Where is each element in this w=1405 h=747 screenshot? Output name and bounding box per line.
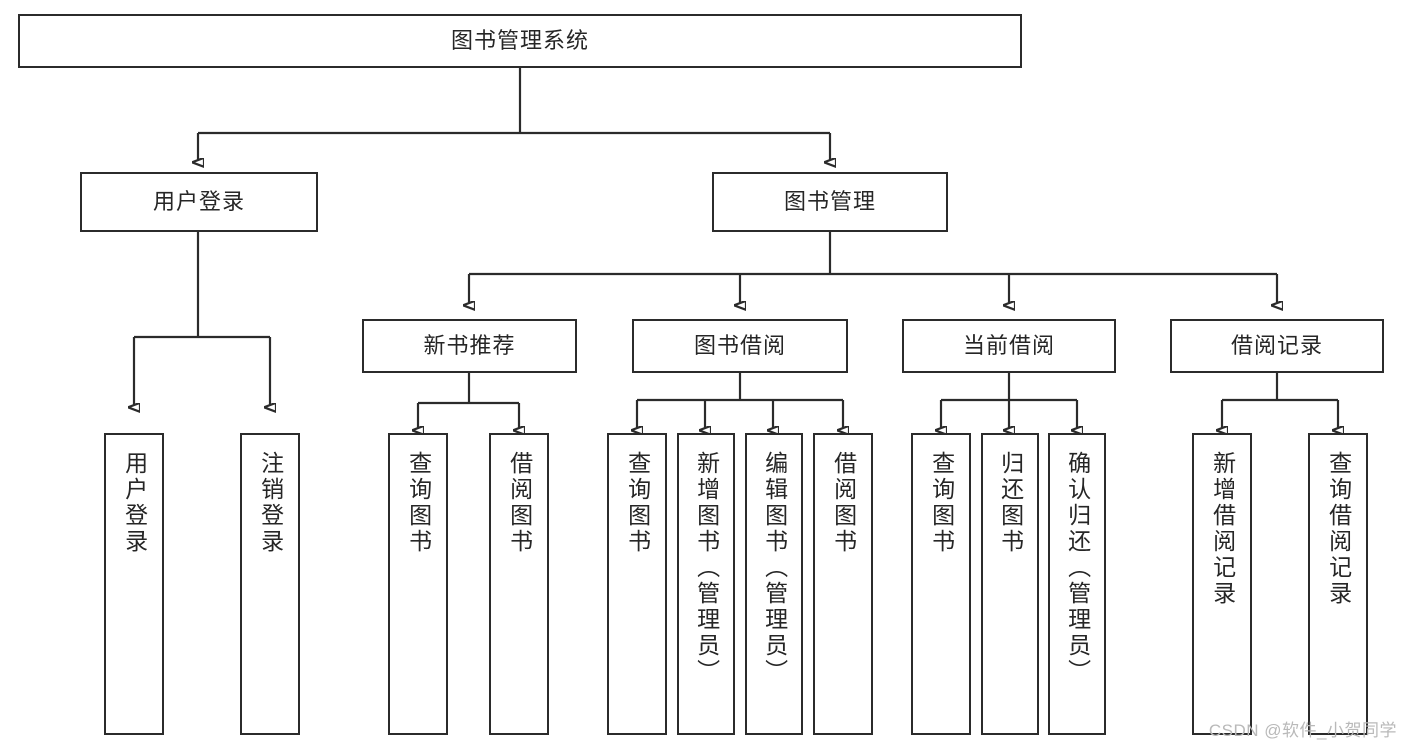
leaf-new-book-query-book[interactable]: 查询图书 bbox=[388, 433, 448, 735]
node-label: 当前借阅 bbox=[962, 333, 1055, 359]
csdn-watermark: CSDN @软件_小贺同学 bbox=[1208, 721, 1397, 740]
leaf-new-book-borrow-book[interactable]: 借阅图书 bbox=[489, 433, 549, 735]
node-root-book-management-system[interactable]: 图书管理系统 bbox=[18, 14, 1022, 68]
node-book-management[interactable]: 图书管理 bbox=[712, 172, 948, 232]
leaf-current-borrow-query-book[interactable]: 查询图书 bbox=[911, 433, 971, 735]
node-new-book-recommend[interactable]: 新书推荐 bbox=[362, 319, 577, 373]
node-label: 查询图书 bbox=[624, 451, 651, 555]
node-label: 新书推荐 bbox=[423, 333, 516, 359]
leaf-book-borrow-query-book[interactable]: 查询图书 bbox=[607, 433, 667, 735]
leaf-current-borrow-confirm-return-admin[interactable]: 确认归还（管理员） bbox=[1048, 433, 1106, 735]
node-label: 归还图书 bbox=[997, 451, 1024, 555]
node-label: 注销登录 bbox=[257, 451, 284, 555]
node-label: 借阅记录 bbox=[1230, 333, 1323, 359]
node-label: 图书借阅 bbox=[693, 333, 786, 359]
node-label: 新增借阅记录 bbox=[1209, 451, 1236, 607]
node-label: 新增图书（管理员） bbox=[693, 451, 720, 685]
leaf-book-borrow-borrow-book[interactable]: 借阅图书 bbox=[813, 433, 873, 735]
node-borrow-record[interactable]: 借阅记录 bbox=[1170, 319, 1384, 373]
node-label: 查询图书 bbox=[405, 451, 432, 555]
node-user-login[interactable]: 用户登录 bbox=[80, 172, 318, 232]
leaf-current-borrow-return-book[interactable]: 归还图书 bbox=[981, 433, 1039, 735]
leaf-book-borrow-add-book-admin[interactable]: 新增图书（管理员） bbox=[677, 433, 735, 735]
node-label: 确认归还（管理员） bbox=[1064, 451, 1091, 685]
leaf-user-login-login[interactable]: 用户登录 bbox=[104, 433, 164, 735]
leaf-book-borrow-edit-book-admin[interactable]: 编辑图书（管理员） bbox=[745, 433, 803, 735]
leaf-borrow-record-add-record[interactable]: 新增借阅记录 bbox=[1192, 433, 1252, 735]
node-label: 查询图书 bbox=[928, 451, 955, 555]
node-label: 借阅图书 bbox=[830, 451, 857, 555]
node-book-borrow[interactable]: 图书借阅 bbox=[632, 319, 848, 373]
node-label: 查询借阅记录 bbox=[1325, 451, 1352, 607]
node-current-borrow[interactable]: 当前借阅 bbox=[902, 319, 1116, 373]
leaf-user-login-logout[interactable]: 注销登录 bbox=[240, 433, 300, 735]
node-label: 用户登录 bbox=[152, 189, 245, 215]
node-label: 借阅图书 bbox=[506, 451, 533, 555]
node-label: 编辑图书（管理员） bbox=[761, 451, 788, 685]
leaf-borrow-record-query-record[interactable]: 查询借阅记录 bbox=[1308, 433, 1368, 735]
node-label: 用户登录 bbox=[121, 451, 148, 555]
node-label: 图书管理系统 bbox=[450, 28, 589, 54]
node-label: 图书管理 bbox=[783, 189, 876, 215]
